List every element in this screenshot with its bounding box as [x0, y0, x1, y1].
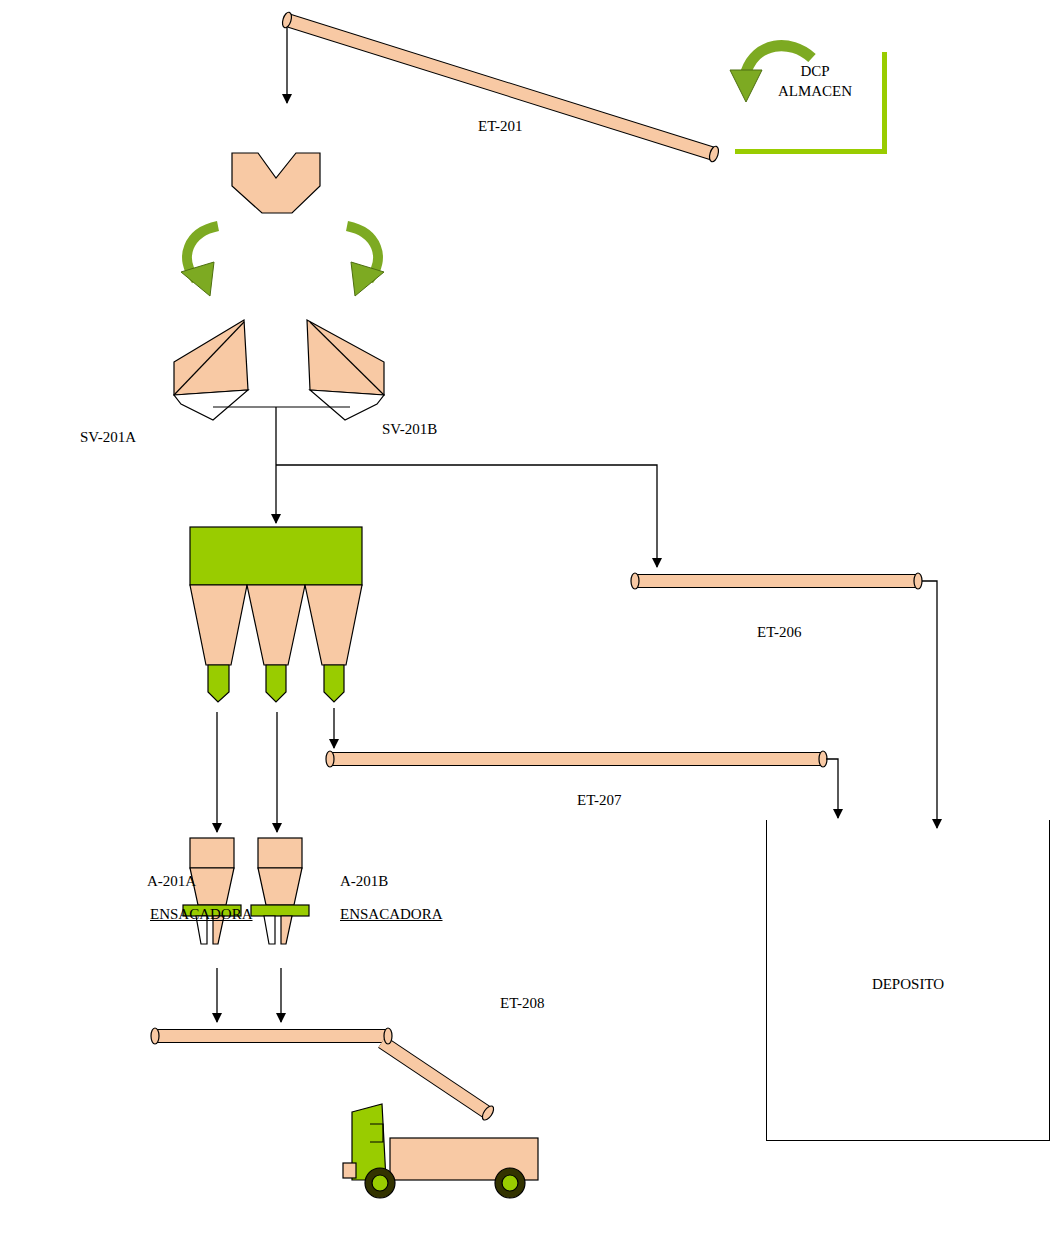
- drawing-polygon: [324, 665, 344, 702]
- flow-arrow: [286, 28, 287, 103]
- drawing-line: [213, 406, 350, 407]
- drawing-polygon: [190, 585, 247, 665]
- drawing-ellipse: [384, 1028, 392, 1044]
- drawing-line: [635, 575, 918, 587]
- split-curved-arrows: [181, 226, 384, 296]
- drawing-rect: [190, 527, 362, 585]
- drawing-line: [287, 20, 714, 154]
- drawing-line: [287, 20, 714, 154]
- drawing-polygon: [281, 916, 292, 944]
- drawing-rect: [343, 1163, 356, 1178]
- drawing-line: [635, 574, 918, 588]
- conveyor-et206: [631, 573, 922, 589]
- equipment-tag: ET-201: [478, 117, 522, 135]
- drawing-line: [330, 753, 823, 765]
- drawing-line: [382, 1042, 488, 1113]
- drawing-polyline: [370, 1124, 383, 1142]
- drawing-line: [155, 1029, 388, 1043]
- drawing-line: [276, 712, 277, 832]
- deposit-tank: DEPOSITO: [766, 820, 1050, 1141]
- drawing-ellipse: [281, 11, 293, 29]
- bag-outflow: [217, 968, 281, 1022]
- drawing-polygon: [351, 262, 384, 296]
- drawing-polygon: [190, 868, 234, 905]
- drawing-polygon: [310, 390, 384, 420]
- storage-area: DCP ALMACEN: [735, 52, 887, 154]
- equipment-tag: SV-201B: [382, 420, 437, 438]
- drawing-rect: [190, 838, 234, 868]
- silo-outflow: [217, 708, 334, 832]
- drawing-line: [280, 968, 281, 1022]
- node-label: DCP ALMACEN: [775, 62, 855, 101]
- drawing-ellipse: [914, 573, 922, 589]
- conveyor-et208: [151, 1028, 496, 1122]
- conveyor-et201: [281, 11, 720, 163]
- drawing-polygon: [174, 320, 248, 395]
- drawing-circle: [365, 1168, 395, 1198]
- drawing-polygon: [307, 320, 384, 395]
- drawing-line: [310, 322, 384, 395]
- drawing-ellipse: [819, 751, 827, 767]
- equipment-name: ENSACADORA: [340, 905, 443, 923]
- drawing-polygon: [247, 585, 305, 665]
- drawing-line: [216, 712, 217, 832]
- drawing-rect: [258, 838, 302, 868]
- drawing-polygon: [266, 665, 286, 702]
- silo: [190, 527, 362, 702]
- drawing-polygon: [181, 262, 214, 296]
- bagging-machines: [183, 838, 309, 944]
- equipment-tag: ET-206: [757, 623, 801, 641]
- conveyor-et207: [326, 751, 827, 767]
- drawing-polyline: [826, 759, 838, 818]
- drawing-line: [382, 1042, 488, 1113]
- equipment-name: ENSACADORA: [150, 905, 253, 923]
- drawing-circle: [495, 1168, 525, 1198]
- drawing-line: [330, 752, 823, 766]
- drawing-ellipse: [480, 1104, 496, 1122]
- drawing-line: [216, 968, 217, 1022]
- splitter-hopper: [232, 153, 320, 213]
- drawing-polygon: [208, 665, 229, 702]
- drawing-ellipse: [631, 573, 639, 589]
- drawing-polygon: [258, 868, 302, 905]
- drawing-line: [333, 708, 334, 748]
- drawing-ellipse: [708, 145, 720, 163]
- equipment-tag: SV-201A: [80, 428, 136, 446]
- deposit-inflow: [826, 581, 937, 828]
- drawing-polygon: [264, 916, 275, 944]
- drawing-polyline: [922, 581, 937, 828]
- equipment-tag: ET-208: [500, 994, 544, 1012]
- drawing-circle: [372, 1175, 388, 1191]
- equipment-tag: A-201A: [147, 872, 196, 890]
- drawing-ellipse: [326, 751, 334, 767]
- vibrating-screens: [174, 320, 384, 420]
- drawing-line: [174, 322, 244, 395]
- equipment-tag: A-201B: [340, 872, 388, 890]
- equipment-tag: ET-207: [577, 791, 621, 809]
- drawing-circle: [502, 1175, 518, 1191]
- drawing-ellipse: [151, 1028, 159, 1044]
- node-label: DEPOSITO: [767, 975, 1049, 995]
- drawing-line: [155, 1030, 388, 1042]
- drawing-rect: [251, 905, 309, 916]
- drawing-polygon: [174, 390, 248, 420]
- drawing-polygon: [305, 585, 362, 665]
- truck: [343, 1104, 538, 1198]
